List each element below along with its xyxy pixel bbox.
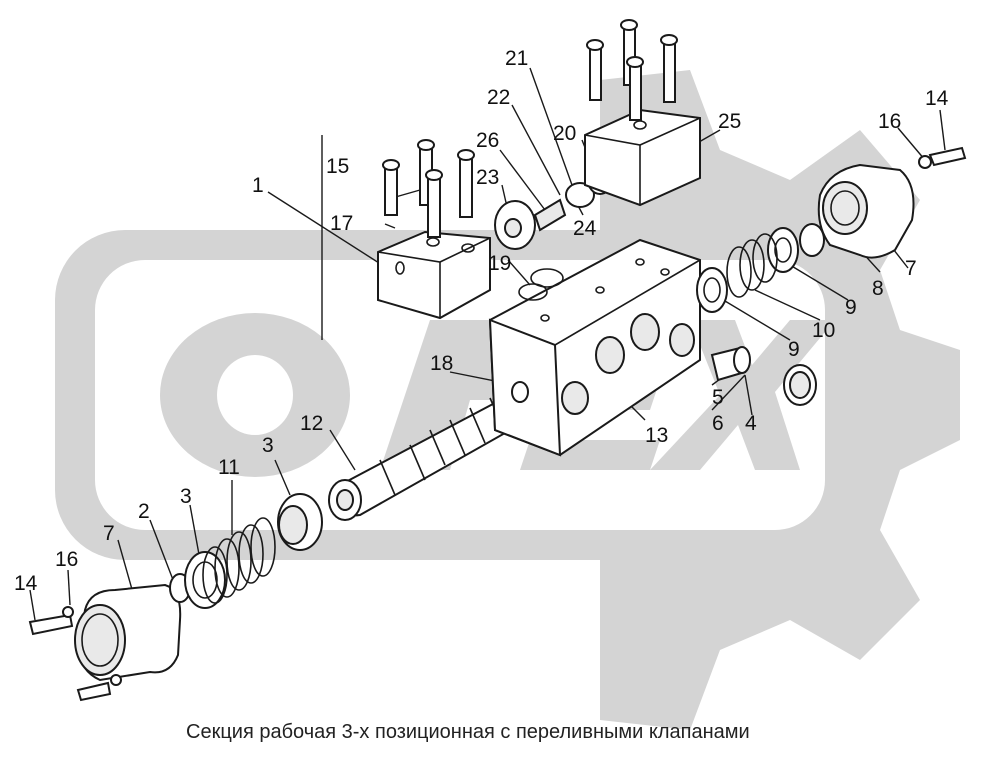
callout-25: 25 — [718, 110, 741, 133]
right-cover — [817, 163, 915, 259]
callout-2: 2 — [138, 500, 150, 523]
callout-8: 8 — [872, 277, 884, 300]
bolt-14-left — [28, 606, 122, 702]
callout-6: 6 — [712, 412, 724, 435]
left-cover — [74, 583, 182, 682]
callout-21: 21 — [505, 47, 528, 70]
callout-14-right: 14 — [925, 87, 949, 110]
spring-11 — [202, 517, 276, 604]
callout-14-left: 14 — [14, 572, 38, 595]
washer-9-left — [696, 267, 728, 313]
callout-12: 12 — [300, 412, 323, 435]
callout-9-lower: 9 — [788, 338, 800, 361]
callout-3-right: 3 — [262, 434, 274, 457]
bolt-14-right — [918, 146, 967, 169]
callout-22: 22 — [487, 86, 510, 109]
callout-15: 15 — [326, 155, 349, 178]
callout-16-right: 16 — [878, 110, 901, 133]
callout-7-right: 7 — [905, 257, 917, 280]
spool-12 — [328, 393, 530, 521]
callout-9-upper: 9 — [845, 296, 857, 319]
washer-3-right — [277, 493, 323, 551]
relief-spring-22 — [533, 198, 567, 232]
bolts-15 — [382, 139, 475, 238]
callout-1: 1 — [252, 174, 264, 197]
seat-8 — [799, 223, 825, 257]
callout-13: 13 — [645, 424, 668, 447]
washer-9-right — [767, 227, 799, 273]
plug-6 — [783, 364, 817, 406]
callout-3-left: 3 — [180, 485, 192, 508]
valve-body-13 — [488, 238, 701, 457]
callout-4: 4 — [745, 412, 757, 435]
callout-19: 19 — [488, 252, 511, 275]
bolts-upper — [586, 19, 678, 121]
figure-caption: Секция рабочая 3-х позиционная с перелив… — [186, 721, 750, 743]
parts — [28, 19, 967, 702]
callout-26: 26 — [476, 129, 499, 152]
fitting-4-5 — [710, 346, 751, 382]
callout-20: 20 — [553, 122, 576, 145]
callout-17: 17 — [330, 212, 353, 235]
spring-10 — [726, 233, 778, 298]
o-rings-19 — [518, 268, 564, 301]
callout-11: 11 — [218, 456, 240, 479]
callout-10: 10 — [812, 319, 835, 342]
callout-labels: 1 2 3 3 4 5 6 7 7 8 9 9 10 11 12 13 14 1… — [14, 47, 949, 595]
callout-18: 18 — [430, 352, 453, 375]
callout-24: 24 — [573, 217, 597, 240]
callout-23: 23 — [476, 166, 499, 189]
callout-5: 5 — [712, 386, 724, 409]
relief-cap-23 — [494, 200, 536, 250]
callout-16-left: 16 — [55, 548, 78, 571]
callout-7-left: 7 — [103, 522, 115, 545]
